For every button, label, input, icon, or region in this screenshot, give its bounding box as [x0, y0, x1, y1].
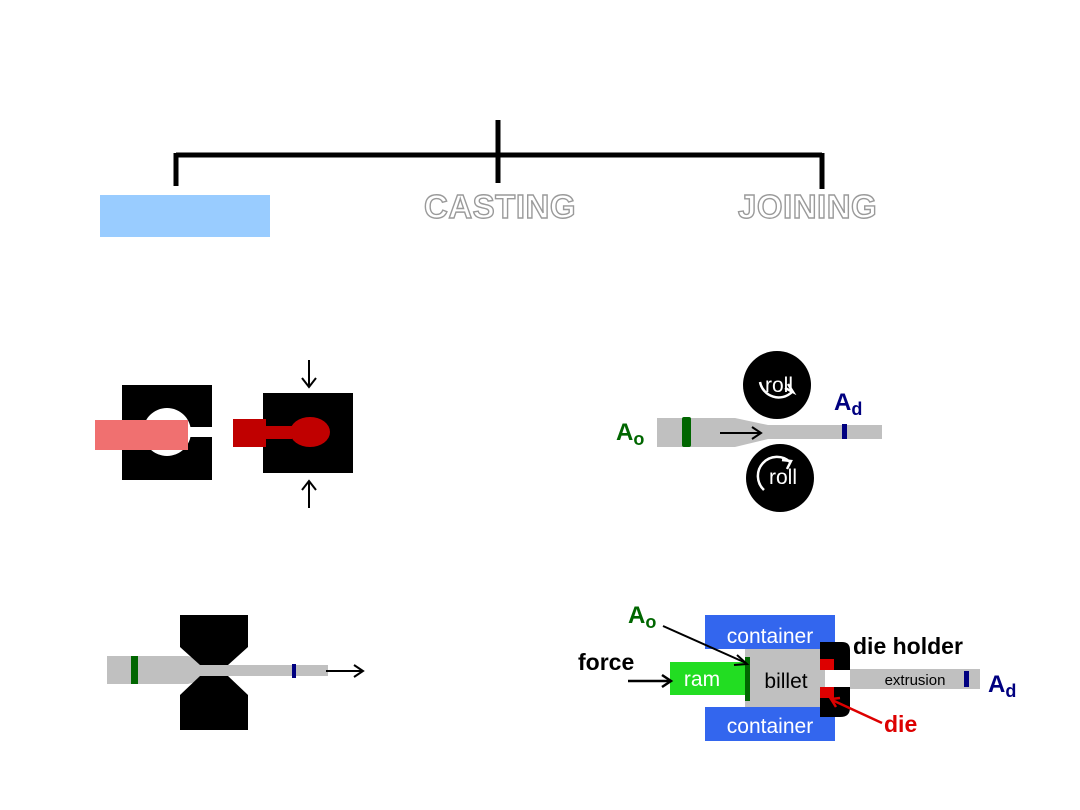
lower-drawing-die [180, 676, 248, 730]
highlighted-category-box[interactable] [100, 195, 270, 237]
forged-part-stub [233, 419, 266, 447]
rolling-area-in-label: Ao [616, 419, 644, 449]
rolling-workpiece [657, 418, 882, 447]
die-label: die [884, 711, 917, 737]
billet [745, 649, 825, 707]
die-holder-label: die holder [853, 633, 963, 659]
top-roll: roll [743, 351, 811, 419]
rolling-area-out-marker [842, 424, 847, 439]
rotation-arrow-icon [758, 381, 793, 399]
bottom-roll: roll [746, 444, 814, 512]
ram-label: ram [684, 668, 720, 691]
extrusion-area-in-marker [745, 657, 750, 701]
forging-diagram [95, 360, 353, 508]
lower-die [820, 687, 834, 698]
extruded-product [850, 669, 980, 689]
forged-part-neck [262, 426, 292, 439]
extrusion-area-out-label: Ad [988, 671, 1016, 701]
arrow-right-icon [720, 426, 763, 440]
extrusion-area-in-label: Ao [628, 602, 656, 632]
rolling-diagram: roll roll Ao Ad [616, 351, 882, 512]
drawing-workpiece [107, 656, 328, 684]
arrow-up-icon [301, 479, 317, 508]
area-in-pointer [662, 625, 747, 664]
rotation-arrow-icon [756, 455, 791, 491]
top-container-label: container [727, 625, 813, 648]
arrow-right-icon [326, 664, 365, 678]
bottom-roll-label: roll [769, 466, 797, 489]
top-container [705, 615, 835, 649]
forged-part-head [290, 417, 330, 447]
rolling-area-in-marker [682, 417, 691, 447]
upper-drawing-die [180, 615, 248, 665]
billet-label: billet [764, 670, 807, 693]
die-pointer [831, 698, 883, 725]
drawing-area-out-marker [292, 664, 296, 678]
forging-blank [95, 420, 188, 450]
extrusion-label: extrusion [885, 672, 946, 689]
top-roll-label: roll [765, 374, 793, 397]
arrow-down-icon [301, 360, 317, 389]
arrow-right-icon [628, 673, 674, 689]
force-label: force [578, 649, 634, 675]
process-tree [173, 120, 825, 189]
bottom-container [705, 707, 835, 741]
drawing-diagram [107, 615, 365, 730]
ram [670, 662, 745, 695]
extrusion-diagram: container container ram billet extrusion… [578, 602, 1016, 741]
rolling-area-out-label: Ad [834, 389, 862, 419]
joining-label: JOINING [737, 187, 878, 225]
casting-label: CASTING [423, 187, 576, 225]
bottom-container-label: container [727, 715, 813, 738]
die-opening [175, 427, 215, 437]
extrusion-area-out-marker [964, 671, 969, 687]
upper-die [820, 659, 834, 670]
drawing-area-in-marker [131, 656, 138, 684]
